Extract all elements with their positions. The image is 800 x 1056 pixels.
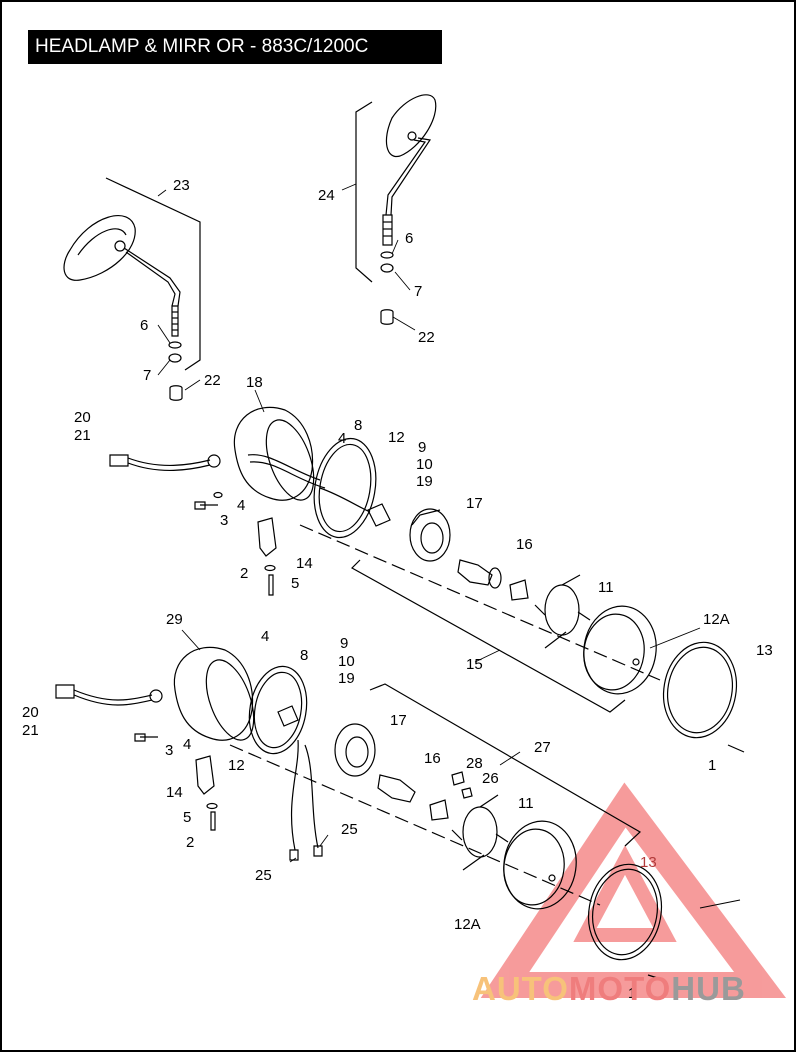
callout-16: 16 (516, 536, 533, 553)
callout-7: 7 (414, 283, 422, 300)
bulb-holder-17-upper (409, 508, 451, 562)
callout-19: 19 (416, 473, 433, 490)
callout-6: 6 (405, 230, 413, 247)
ring-12-lower (248, 665, 308, 755)
callout-2: 2 (240, 565, 248, 582)
callout-25: 25 (255, 867, 272, 884)
callout-29: 29 (166, 611, 183, 628)
callout-5: 5 (183, 809, 191, 826)
callout-3: 3 (165, 742, 173, 759)
bracket-14-lower (134, 733, 218, 831)
callout-8: 8 (300, 647, 308, 664)
callout-12A: 12A (454, 916, 481, 933)
callout-labels: 23 24 6 7 22 6 7 22 18 20 21 8 4 12 9 10… (22, 177, 773, 1002)
callout-12: 12 (388, 429, 405, 446)
callout-27: 27 (534, 739, 551, 756)
headlamp-housing-29 (55, 646, 255, 741)
callout-1: 1 (628, 985, 636, 1002)
callout-8: 8 (354, 417, 362, 434)
callout-12A: 12A (703, 611, 730, 628)
trim-ring-13-lower (587, 863, 663, 961)
callout-22: 22 (418, 329, 435, 346)
callout-18: 18 (246, 374, 263, 391)
lens-12A-upper (583, 605, 657, 695)
callout-4: 4 (261, 628, 269, 645)
bulb-16-upper (457, 559, 529, 601)
callout-4: 4 (338, 430, 346, 447)
bulb-holder-17-lower (334, 723, 376, 777)
callout-2: 2 (186, 834, 194, 851)
callout-16: 16 (424, 750, 441, 767)
callout-11: 11 (598, 579, 614, 596)
watermark-text-moto: MOTO (568, 970, 672, 1007)
callout-1: 1 (708, 757, 716, 774)
watermark-text-hub: HUB (671, 970, 746, 1007)
callout-9: 9 (418, 439, 426, 456)
callout-21: 21 (22, 722, 39, 739)
callout-3: 3 (220, 512, 228, 529)
callout-13: 13 (640, 854, 657, 871)
callout-20: 20 (74, 409, 91, 426)
headlamp-housing-18 (109, 406, 326, 501)
callout-23: 23 (173, 177, 190, 194)
callout-25: 25 (341, 821, 358, 838)
callout-13: 13 (756, 642, 773, 659)
callout-22: 22 (204, 372, 221, 389)
callout-10: 10 (416, 456, 433, 473)
lens-12A-lower (503, 820, 577, 910)
callout-26: 26 (482, 770, 499, 787)
callout-17: 17 (466, 495, 483, 512)
bracket-14-upper (194, 491, 277, 596)
callout-12: 12 (228, 757, 245, 774)
ring-12-upper (313, 437, 377, 539)
callout-14: 14 (296, 555, 313, 572)
callout-15: 15 (466, 656, 483, 673)
page-title: HEADLAMP & MIRR OR - 883C/1200C (28, 30, 442, 64)
callout-14: 14 (166, 784, 183, 801)
connector-19-lower (277, 705, 323, 861)
retainer-11-lower (451, 794, 509, 871)
trim-ring-13-upper (662, 641, 738, 739)
connector-19-upper (319, 487, 391, 527)
watermark-text-auto: AUTO (472, 970, 569, 1007)
watermark-logo: AUTOMOTOHUB (472, 970, 746, 1008)
callout-4: 4 (237, 497, 245, 514)
callout-20: 20 (22, 704, 39, 721)
mirror-23 (63, 177, 201, 401)
callout-6: 6 (140, 317, 148, 334)
callout-24: 24 (318, 187, 335, 204)
callout-9: 9 (340, 635, 348, 652)
callout-21: 21 (74, 427, 91, 444)
callout-10: 10 (338, 653, 355, 670)
callout-5: 5 (291, 575, 299, 592)
callout-19: 19 (338, 670, 355, 687)
retainer-11-upper (534, 574, 591, 649)
callout-17: 17 (390, 712, 407, 729)
mirror-24 (355, 94, 437, 325)
callout-4: 4 (183, 736, 191, 753)
bulb-16-lower (377, 771, 473, 821)
callout-11: 11 (518, 795, 534, 812)
callout-28: 28 (466, 755, 483, 772)
callout-7: 7 (143, 367, 151, 384)
